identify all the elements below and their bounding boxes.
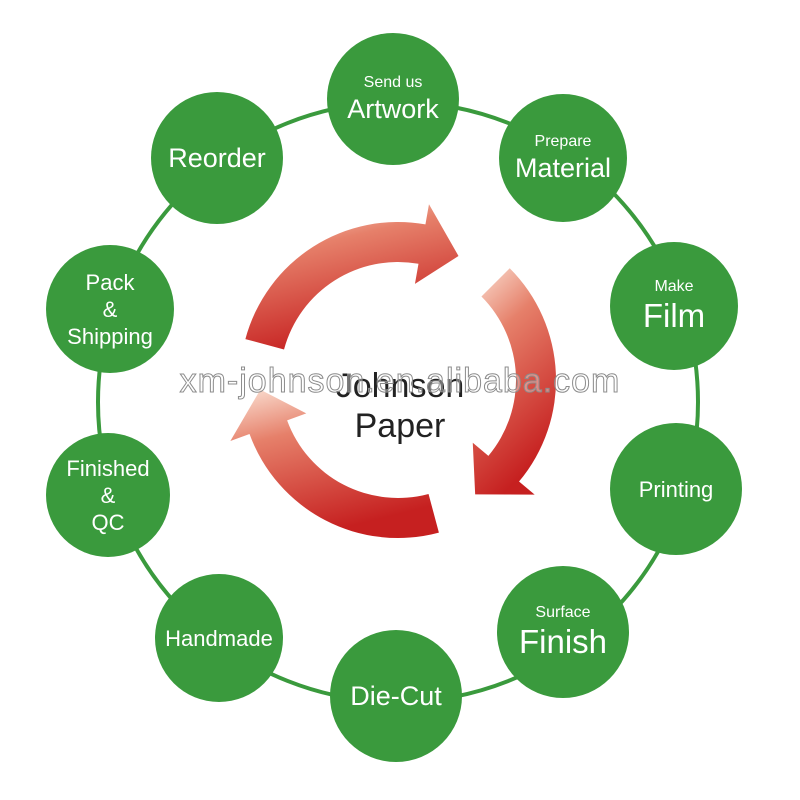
step-label: Pack xyxy=(85,269,135,295)
cycle-arrows-icon xyxy=(230,204,557,538)
step-label: Finished xyxy=(66,455,150,481)
center-title: Johnson Paper xyxy=(300,366,500,446)
step-label: Send us xyxy=(363,73,423,91)
step-label: Make xyxy=(654,278,694,295)
step-label: Finish xyxy=(518,623,608,660)
step-label: Material xyxy=(514,152,612,183)
step-node: Printing xyxy=(610,423,742,555)
step-label: Surface xyxy=(535,604,591,621)
step-label: Film xyxy=(642,297,706,334)
step-label: & xyxy=(102,296,118,322)
step-label: Handmade xyxy=(165,625,273,651)
step-label: QC xyxy=(91,509,125,535)
center-title-line2: Paper xyxy=(354,407,446,445)
watermark: xm-johnson.en.alibaba.com xyxy=(179,362,621,401)
step-label: Prepare xyxy=(534,132,592,150)
cycle-arrow xyxy=(472,268,557,495)
step-label: Reorder xyxy=(168,142,266,173)
center-title-line1: Johnson xyxy=(335,367,465,405)
cycle-arrow xyxy=(230,389,439,538)
step-label: Die-Cut xyxy=(350,680,442,711)
step-node: Send us Artwork xyxy=(327,33,459,165)
step-node: Handmade xyxy=(155,574,283,702)
step-node: Pack&Shipping xyxy=(46,245,174,373)
step-label: Shipping xyxy=(67,323,153,349)
step-label: & xyxy=(100,482,116,508)
step-label: Printing xyxy=(638,476,714,502)
cycle-arrow xyxy=(245,204,459,350)
step-node: Reorder xyxy=(151,92,283,224)
step-node: Finished&QC xyxy=(46,433,170,557)
step-node: Die-Cut xyxy=(330,630,462,762)
step-label: Artwork xyxy=(347,93,439,124)
